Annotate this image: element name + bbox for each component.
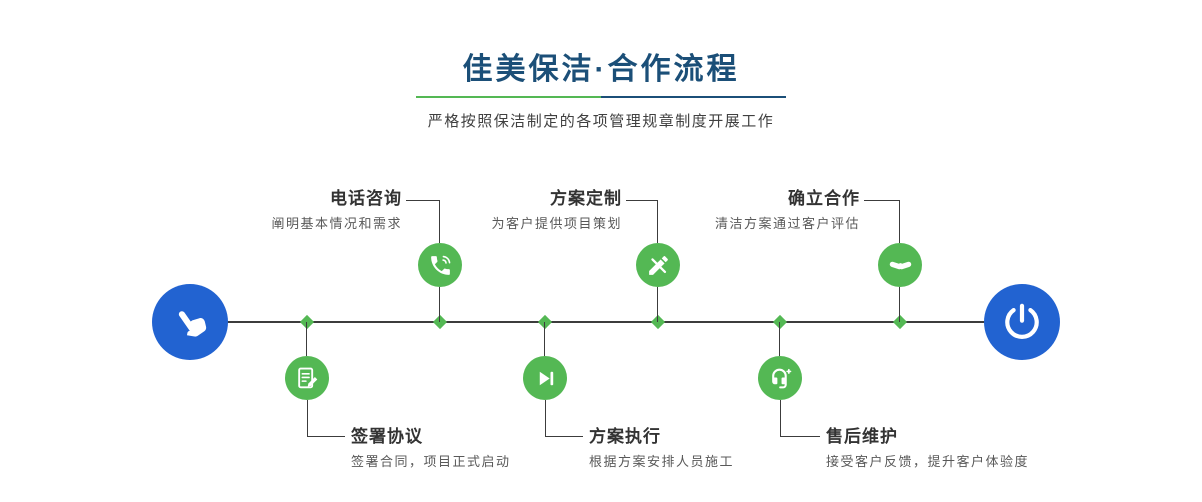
contract-icon bbox=[295, 366, 320, 391]
step-node-contract bbox=[285, 356, 329, 400]
step-node-service bbox=[758, 356, 802, 400]
timeline-diamond bbox=[772, 314, 788, 330]
connector-stem bbox=[439, 287, 440, 322]
connector-stem bbox=[899, 287, 900, 322]
step-title: 确立合作 bbox=[788, 189, 860, 208]
step-label-execute: 方案执行 根据方案安排人员施工 bbox=[589, 424, 734, 470]
step-label-service: 售后维护 接受客户反馈，提升客户体验度 bbox=[826, 424, 1029, 470]
timeline-line bbox=[190, 321, 1022, 323]
handshake-icon bbox=[888, 253, 913, 278]
connector-stem bbox=[544, 322, 545, 356]
step-label-cooperation: 确立合作 清洁方案通过客户评估 bbox=[715, 186, 860, 232]
step-desc: 根据方案安排人员施工 bbox=[589, 454, 735, 469]
step-desc: 签署合同，项目正式启动 bbox=[351, 454, 511, 469]
timeline-start-node bbox=[152, 284, 228, 360]
step-label-phone: 电话咨询 阐明基本情况和需求 bbox=[271, 186, 402, 232]
play-next-icon bbox=[533, 366, 558, 391]
design-tools-icon bbox=[646, 253, 671, 278]
step-desc: 阐明基本情况和需求 bbox=[271, 216, 402, 231]
connector-stem bbox=[306, 322, 307, 356]
step-node-execute bbox=[523, 356, 567, 400]
step-title: 签署协议 bbox=[351, 427, 423, 446]
headset-icon bbox=[768, 366, 793, 391]
label-connector bbox=[307, 400, 345, 437]
pointing-hand-icon bbox=[169, 301, 211, 343]
label-connector bbox=[406, 200, 440, 243]
step-label-design: 方案定制 为客户提供项目策划 bbox=[491, 186, 622, 232]
timeline-diamond bbox=[892, 314, 908, 330]
timeline-diamond bbox=[537, 314, 553, 330]
step-desc: 接受客户反馈，提升客户体验度 bbox=[826, 454, 1030, 469]
step-desc: 清洁方案通过客户评估 bbox=[714, 216, 860, 231]
timeline-end-node bbox=[984, 284, 1060, 360]
power-icon bbox=[1001, 301, 1043, 343]
connector-stem bbox=[657, 287, 658, 322]
step-desc: 为客户提供项目策划 bbox=[491, 216, 622, 231]
step-label-contract: 签署协议 签署合同，项目正式启动 bbox=[351, 424, 511, 470]
label-connector bbox=[780, 400, 820, 437]
label-connector bbox=[626, 200, 658, 243]
phone-icon bbox=[428, 253, 453, 278]
step-title: 电话咨询 bbox=[330, 189, 402, 208]
page-title: 佳美保洁·合作流程 bbox=[462, 53, 740, 86]
step-node-phone bbox=[418, 243, 462, 287]
label-connector bbox=[864, 200, 900, 243]
step-title: 售后维护 bbox=[826, 427, 898, 446]
step-title: 方案执行 bbox=[589, 427, 661, 446]
connector-stem bbox=[779, 322, 780, 356]
label-connector bbox=[545, 400, 583, 437]
timeline-diamond bbox=[432, 314, 448, 330]
page-subtitle: 严格按照保洁制定的各项管理规章制度开展工作 bbox=[427, 113, 775, 130]
title-underline bbox=[416, 96, 786, 98]
timeline-diamond bbox=[299, 314, 315, 330]
step-node-cooperation bbox=[878, 243, 922, 287]
timeline-diamond bbox=[650, 314, 666, 330]
step-node-design bbox=[636, 243, 680, 287]
step-title: 方案定制 bbox=[550, 189, 622, 208]
